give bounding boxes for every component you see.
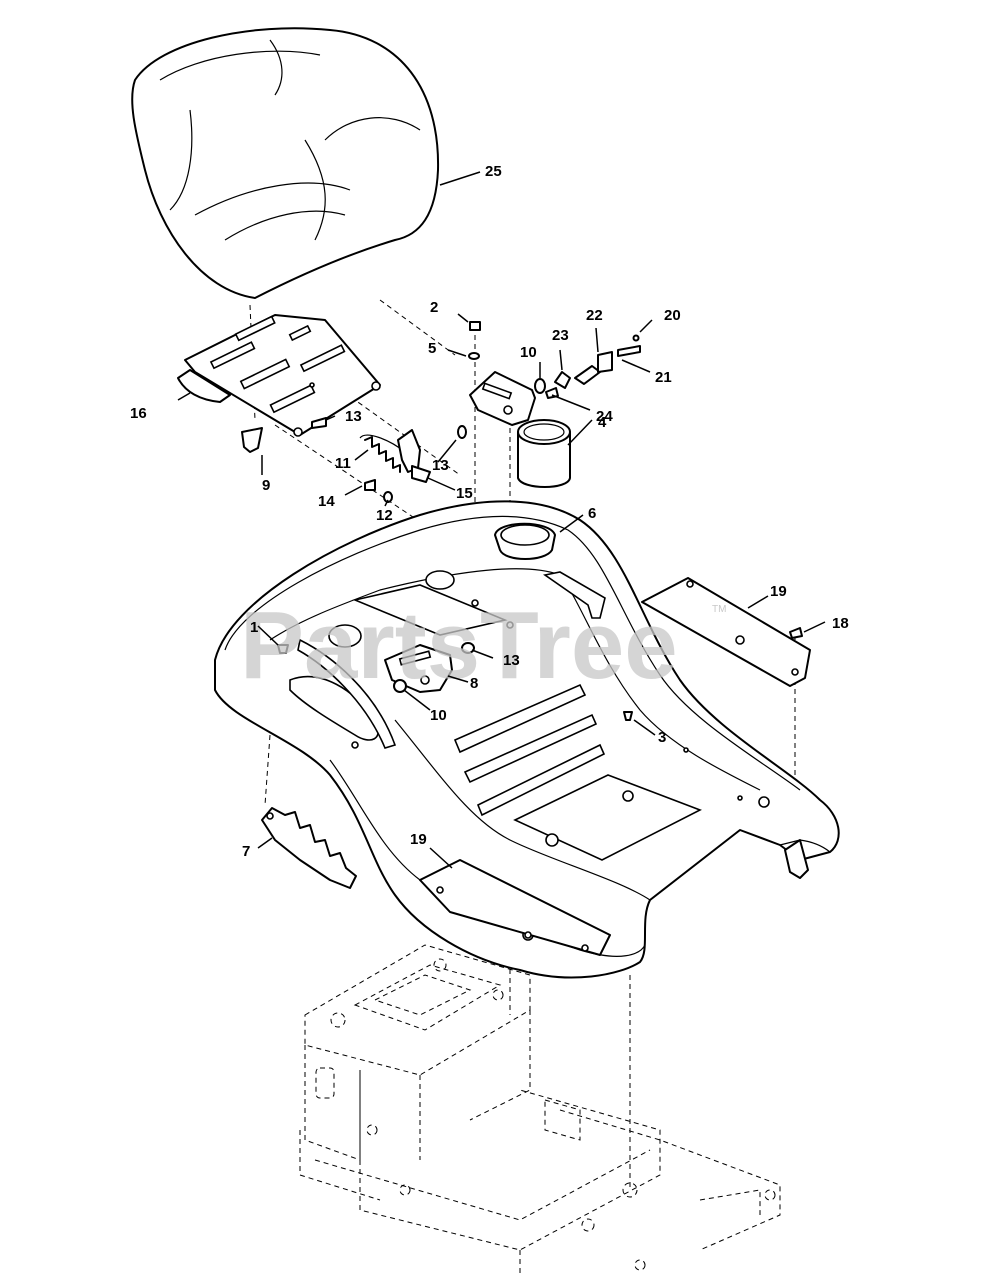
washer-lower bbox=[461, 642, 475, 654]
callout-left-foot-pad: 19 bbox=[410, 831, 427, 848]
screw-right bbox=[623, 711, 633, 721]
callout-24: 24 bbox=[596, 408, 613, 425]
callout-11: 11 bbox=[335, 455, 351, 472]
right-foot-pad bbox=[641, 577, 811, 687]
seat-pan bbox=[177, 314, 381, 437]
callout-4-label: 4 bbox=[598, 414, 607, 431]
callout-1: 1 bbox=[250, 619, 258, 636]
callout-17: 18 bbox=[832, 615, 849, 632]
callout-16: 16 bbox=[130, 405, 147, 422]
callout-3: 3 bbox=[658, 729, 666, 746]
washer-small bbox=[383, 491, 393, 503]
pivot-lever bbox=[397, 429, 431, 483]
callout-labels: 25 2 5 10 23 22 20 21 24 4 4 6 16 13 9 1… bbox=[130, 163, 849, 860]
callout-8: 8 bbox=[470, 675, 478, 692]
callout-washer-lower: 13 bbox=[503, 652, 520, 669]
left-foot-pad bbox=[419, 859, 611, 956]
height-adjust-plate bbox=[261, 807, 357, 889]
callout-22: 22 bbox=[586, 307, 603, 324]
nut-upper bbox=[534, 378, 546, 394]
callout-washer-upper: 13 bbox=[432, 457, 449, 474]
callout-14-upper: 13 bbox=[345, 408, 362, 425]
callout-10-lower: 10 bbox=[430, 707, 447, 724]
bolt-top bbox=[469, 321, 481, 331]
callout-15-label: 15 bbox=[456, 485, 473, 502]
callout-9: 9 bbox=[262, 477, 270, 494]
watermark: PartsTree bbox=[240, 592, 678, 699]
callout-18: 19 bbox=[770, 583, 787, 600]
callout-14-lower: 14 bbox=[318, 493, 335, 510]
callout-20: 20 bbox=[664, 307, 681, 324]
callout-23: 23 bbox=[552, 327, 569, 344]
nut-lower bbox=[393, 679, 407, 693]
washer-top bbox=[468, 352, 480, 360]
leader-lines bbox=[177, 171, 826, 869]
screw-seat-pan bbox=[311, 417, 327, 429]
fender-body bbox=[214, 500, 840, 979]
screw-left-fender bbox=[277, 644, 289, 654]
callout-6: 6 bbox=[588, 505, 596, 522]
callout-25: 25 bbox=[485, 163, 502, 180]
callout-5: 5 bbox=[428, 340, 436, 357]
watermark-trademark: TM bbox=[712, 604, 726, 615]
upper-bracket bbox=[469, 371, 536, 426]
seat-switch bbox=[545, 334, 641, 399]
fuel-cap bbox=[517, 419, 571, 488]
frame-dashed bbox=[299, 944, 781, 1275]
washer-upper bbox=[457, 425, 467, 439]
push-rivet bbox=[789, 627, 803, 639]
callout-washer-small: 12 bbox=[376, 507, 393, 524]
callout-7: 7 bbox=[242, 843, 250, 860]
screw-lower bbox=[364, 479, 376, 491]
seat bbox=[131, 27, 440, 299]
callout-2: 2 bbox=[430, 299, 438, 316]
seat-bumper bbox=[241, 427, 263, 453]
callout-21: 21 bbox=[655, 369, 672, 386]
callout-10-upper: 10 bbox=[520, 344, 537, 361]
